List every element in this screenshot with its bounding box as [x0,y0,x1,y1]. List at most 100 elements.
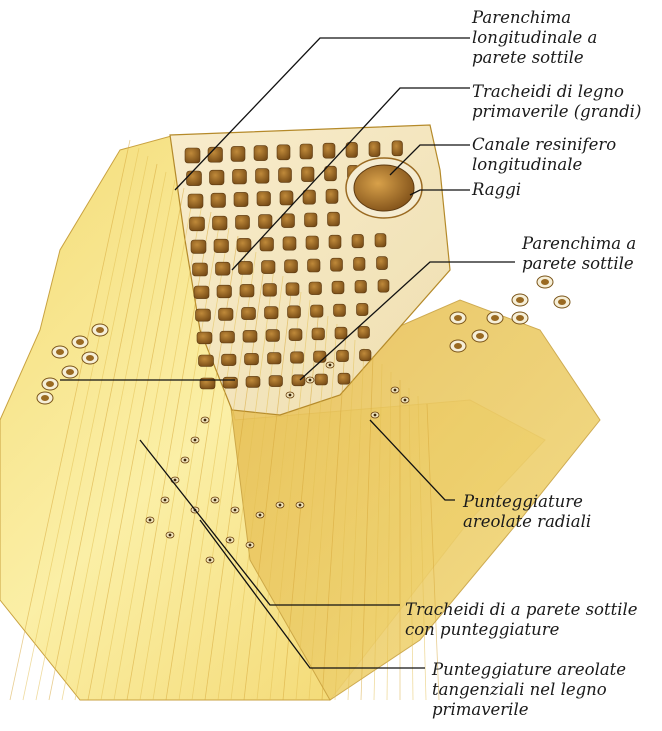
cell-lumen [357,303,369,315]
pit-aperture [174,479,177,482]
cell-lumen [260,238,274,251]
cell-lumen [335,327,347,339]
resin-canal [346,158,422,218]
cell-lumen [392,141,403,156]
cell-lumen [280,191,293,205]
cell-lumen [191,240,206,253]
cell-lumen [279,168,292,183]
tube-lumen [96,327,104,333]
label-parenchima-parete-sottile: Parenchima a parete sottile [522,234,636,274]
cell-lumen [291,352,304,363]
cell-lumen [288,306,301,318]
cell-lumen [257,192,271,206]
label-punteggiature-radiali: Punteggiature areolate radiali [463,492,591,532]
tube-lumen [476,333,484,339]
cell-lumen [188,194,203,208]
cell-lumen [282,214,295,228]
tube-lumen [66,369,74,375]
cell-lumen [231,146,245,161]
pit-aperture [289,394,292,397]
tube-lumen [76,339,84,345]
cell-lumen [306,236,319,249]
cell-lumen [315,374,328,385]
tube-lumen [541,279,549,285]
label-punteggiature-tangenziali: Punteggiature areolate tangenziali nel l… [432,660,626,720]
cell-lumen [220,331,235,343]
cell-lumen [277,145,290,160]
tube-lumen [454,315,462,321]
cell-lumen [185,148,200,163]
cell-lumen [219,308,234,320]
cell-lumen [360,349,372,360]
cell-lumen [323,143,335,158]
pit-aperture [249,544,252,547]
pit-aperture [149,519,152,522]
cell-lumen [259,215,273,229]
cell-lumen [331,258,343,271]
cell-lumen [213,216,228,230]
cell-lumen [197,332,212,344]
cell-lumen [223,377,238,388]
cell-lumen [196,309,211,321]
pit-aperture [404,399,407,402]
cell-lumen [375,234,386,247]
cell-lumen [329,235,341,248]
cell-lumen [216,262,231,275]
cell-lumen [328,212,340,226]
tube-lumen [516,297,524,303]
cell-lumen [190,217,205,231]
cell-lumen [352,234,364,247]
cell-lumen [314,351,327,362]
cell-lumen [268,353,282,364]
cell-lumen [283,237,296,250]
cell-lumen [311,305,324,317]
label-canale-resinifero: Canale resinifero longitudinale [472,135,616,175]
cell-lumen [334,304,346,316]
pit-aperture [279,504,282,507]
cell-lumen [262,261,276,274]
cell-lumen [254,146,268,161]
cell-lumen [240,284,254,297]
pit-aperture [209,559,212,562]
pit-aperture [204,419,207,422]
cell-lumen [193,263,208,276]
cell-lumen [266,330,280,342]
cell-lumen [354,257,366,270]
cell-lumen [305,213,318,227]
cell-lumen [285,260,298,273]
pit-aperture [259,514,262,517]
tube-lumen [558,299,566,305]
tube-lumen [46,381,54,387]
cell-lumen [245,353,259,364]
tube-lumen [491,315,499,321]
cell-lumen [217,285,232,298]
pit-aperture [164,499,167,502]
cell-lumen [378,280,389,293]
label-tracheidi-parete-sottile: Tracheidi di a parete sottile con punteg… [405,600,638,640]
cell-lumen [286,283,299,296]
pit-aperture [299,504,302,507]
cell-lumen [222,354,237,365]
cell-lumen [233,169,247,184]
tube-lumen [516,315,524,321]
cell-lumen [358,326,370,338]
cell-lumen [199,355,214,366]
cell-lumen [377,257,388,270]
cell-lumen [326,189,338,203]
tube-lumen [41,395,49,401]
cell-lumen [289,329,302,341]
cell-lumen [308,259,321,272]
pit-aperture [229,539,232,542]
pit-aperture [394,389,397,392]
cell-lumen [337,350,349,361]
pit-aperture [234,509,237,512]
pit-aperture [329,364,332,367]
pit-aperture [309,379,312,382]
cell-lumen [263,284,277,297]
cell-lumen [243,330,257,342]
cell-lumen [309,282,322,295]
cell-lumen [242,307,256,319]
cell-lumen [246,376,260,387]
cell-lumen [312,328,325,340]
cell-lumen [236,215,250,229]
